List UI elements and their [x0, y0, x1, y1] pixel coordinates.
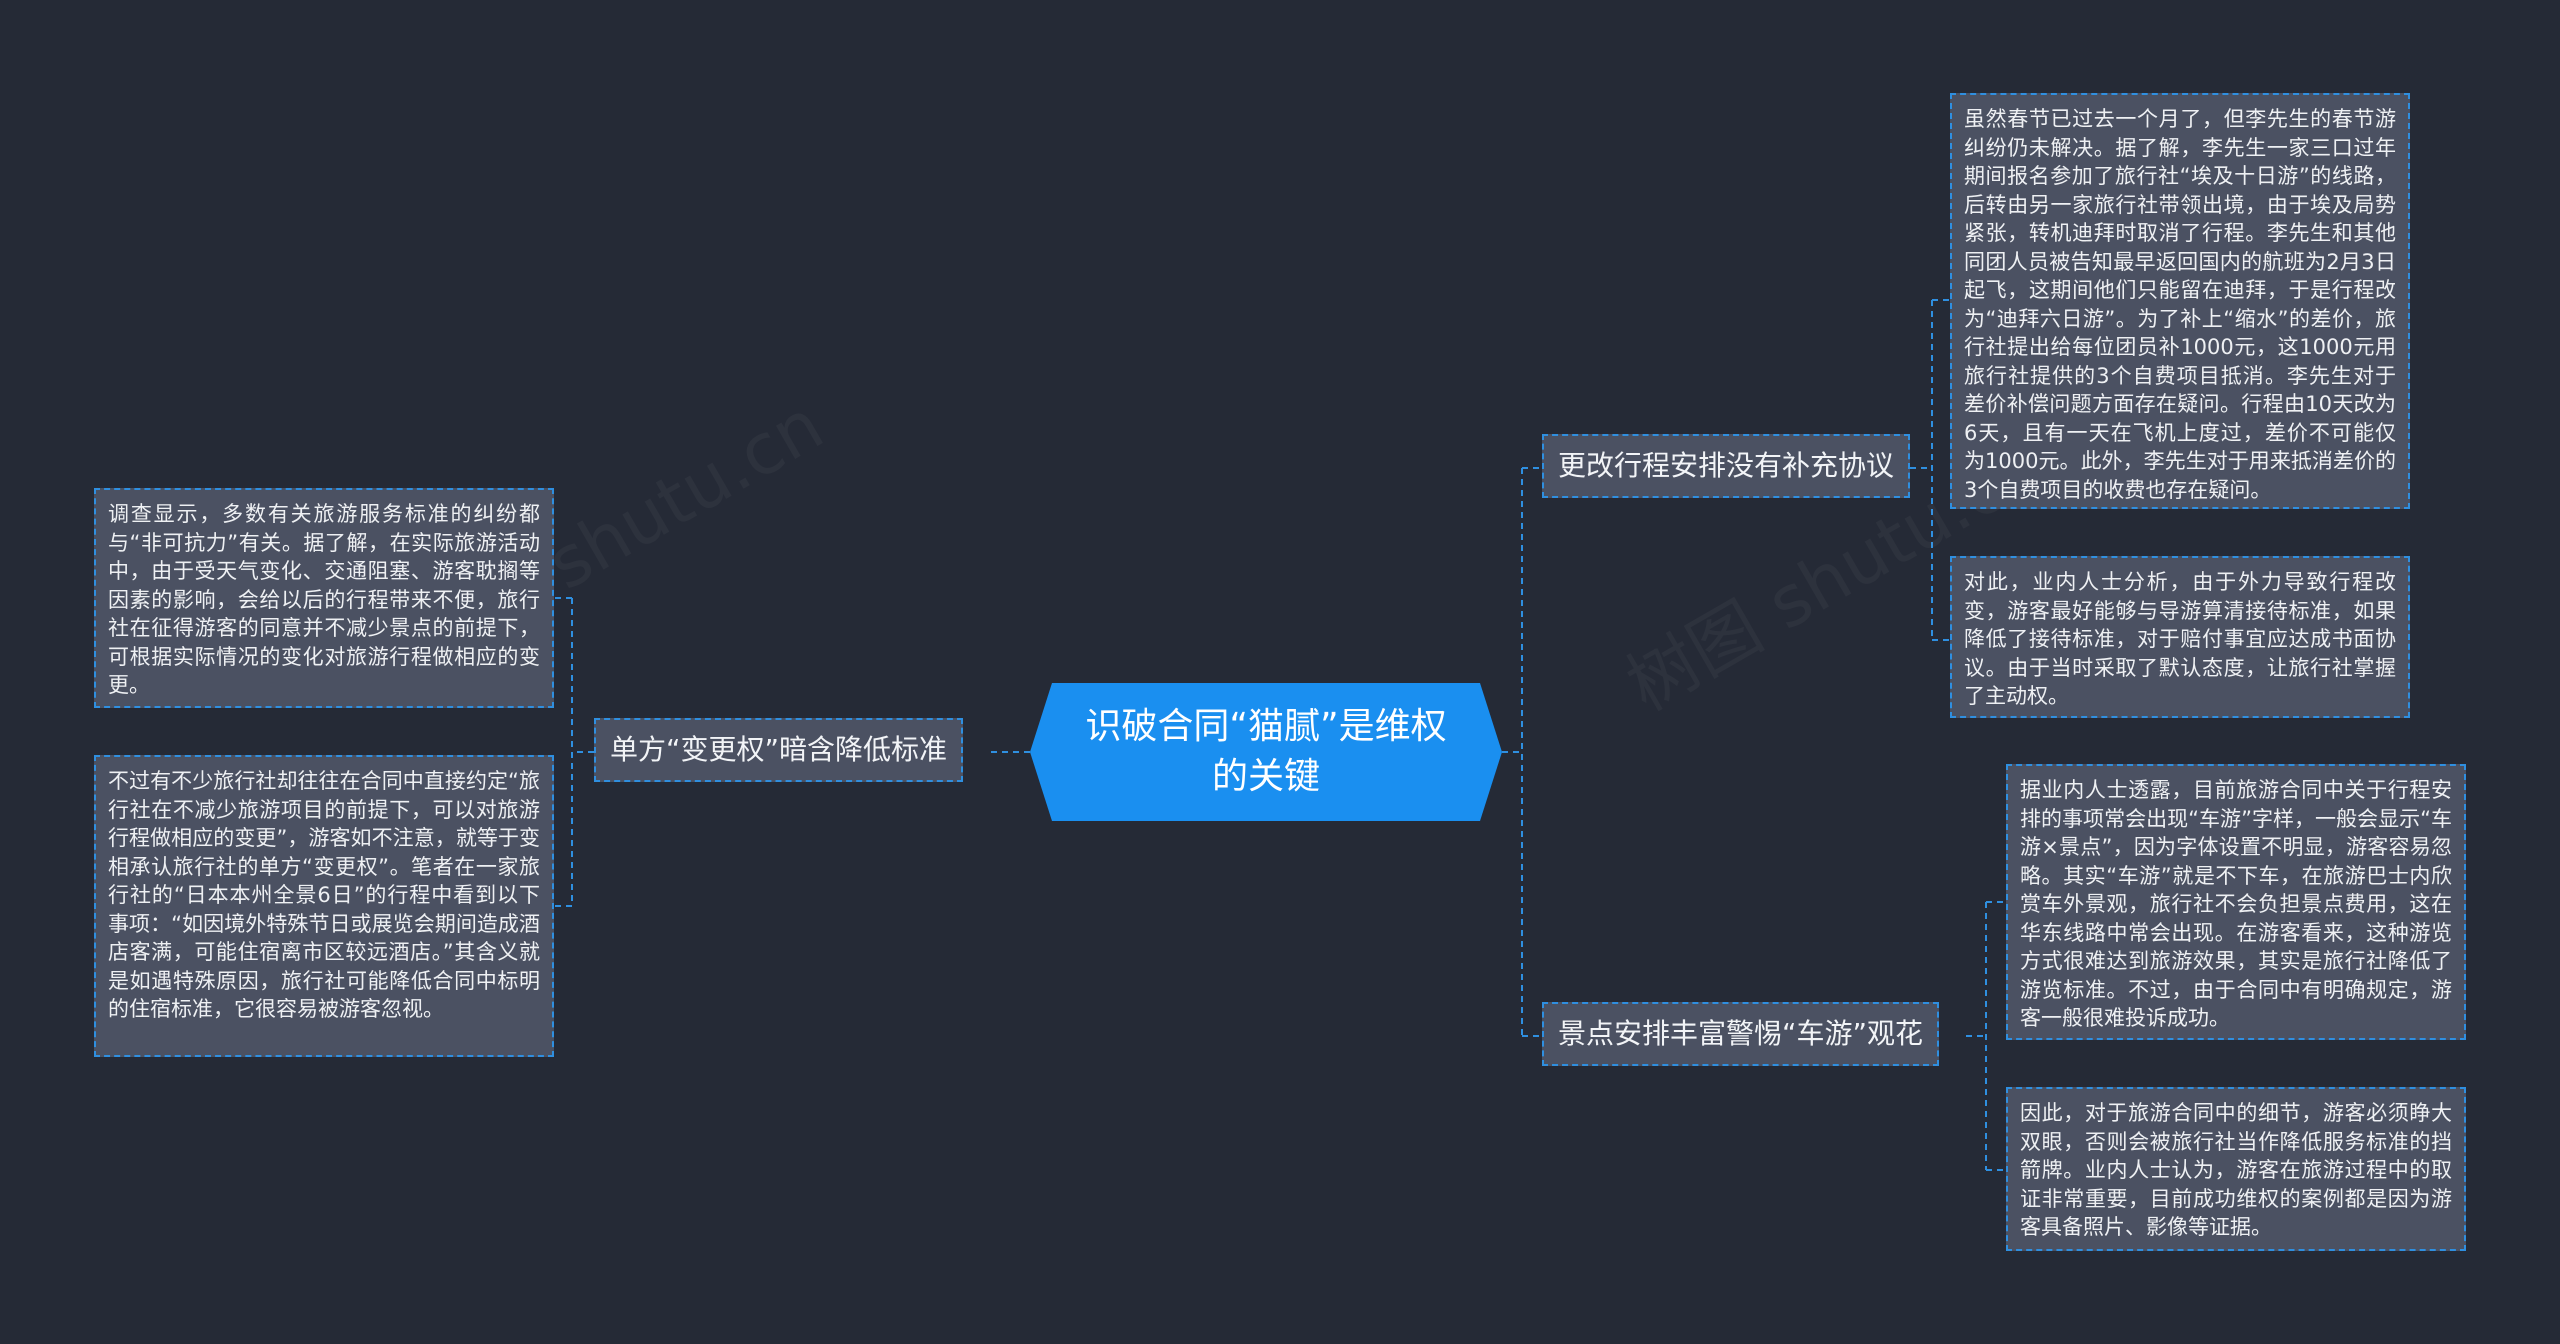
leaf-text: 调查显示，多数有关旅游服务标准的纠纷都与“非可抗力”有关。据了解，在实际旅游活动…	[108, 502, 540, 697]
branch-right-top[interactable]: 更改行程安排没有补充协议	[1542, 434, 1911, 498]
root-topic[interactable]: 识破合同“猫腻”是维权的关键	[1030, 683, 1502, 821]
branch-label: 景点安排丰富警惕“车游”观花	[1558, 1017, 1924, 1050]
leaf-text: 据业内人士透露，目前旅游合同中关于行程安排的事项常会出现“车游”字样，一般会显示…	[2020, 778, 2452, 1030]
leaf-text: 因此，对于旅游合同中的细节，游客必须睁大双眼，否则会被旅行社当作降低服务标准的挡…	[2020, 1101, 2452, 1239]
leaf-text: 不过有不少旅行社却往往在合同中直接约定“旅行社在不减少旅游项目的前提下，可以对旅…	[108, 769, 540, 1021]
leaf-right-bottom-2[interactable]: 因此，对于旅游合同中的细节，游客必须睁大双眼，否则会被旅行社当作降低服务标准的挡…	[2006, 1087, 2466, 1251]
link-left-leaves	[554, 597, 594, 907]
leaf-right-top-1[interactable]: 虽然春节已过去一个月了，但李先生的春节游纠纷仍未解决。据了解，李先生一家三口过年…	[1950, 93, 2410, 509]
leaf-right-top-2[interactable]: 对此，业内人士分析，由于外力导致行程改变，游客最好能够与导游算清接待标准，如果降…	[1950, 556, 2410, 718]
leaf-right-bottom-1[interactable]: 据业内人士透露，目前旅游合同中关于行程安排的事项常会出现“车游”字样，一般会显示…	[2006, 764, 2466, 1040]
branch-label: 单方“变更权”暗含降低标准	[610, 733, 948, 766]
root-title: 识破合同“猫腻”是维权的关键	[1085, 706, 1447, 797]
leaf-text: 虽然春节已过去一个月了，但李先生的春节游纠纷仍未解决。据了解，李先生一家三口过年…	[1964, 107, 2396, 502]
link-root-right	[1502, 467, 1542, 1037]
link-right-bottom-leaves	[1966, 901, 2006, 1171]
leaf-left-1[interactable]: 调查显示，多数有关旅游服务标准的纠纷都与“非可抗力”有关。据了解，在实际旅游活动…	[94, 488, 554, 708]
link-right-top-leaves	[1910, 299, 1950, 641]
leaf-left-2[interactable]: 不过有不少旅行社却往往在合同中直接约定“旅行社在不减少旅游项目的前提下，可以对旅…	[94, 755, 554, 1057]
leaf-text: 对此，业内人士分析，由于外力导致行程改变，游客最好能够与导游算清接待标准，如果降…	[1964, 570, 2396, 708]
branch-label: 更改行程安排没有补充协议	[1558, 449, 1895, 482]
branch-left[interactable]: 单方“变更权”暗含降低标准	[594, 718, 964, 782]
branch-right-bottom[interactable]: 景点安排丰富警惕“车游”观花	[1542, 1002, 1940, 1066]
